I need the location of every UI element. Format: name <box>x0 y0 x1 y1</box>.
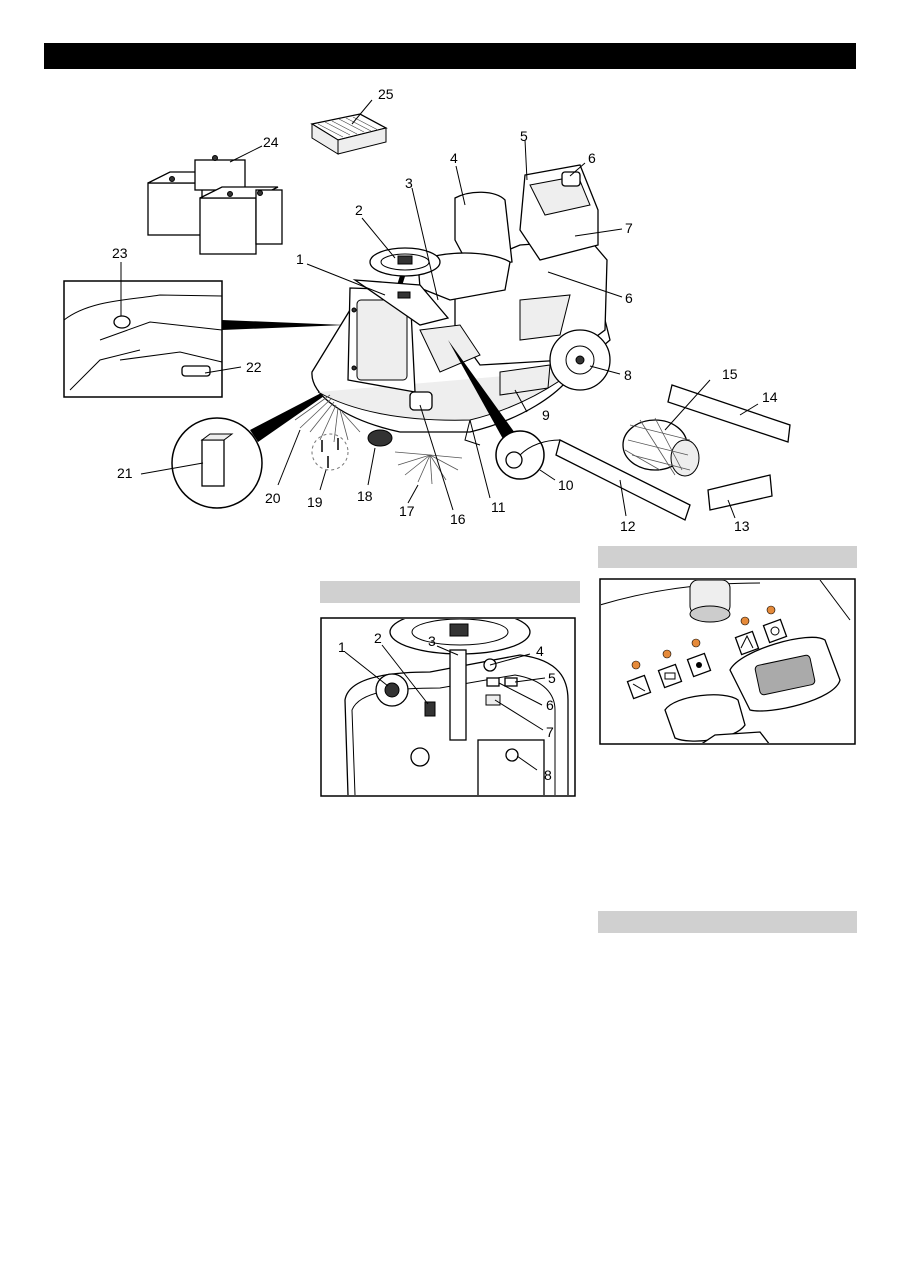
side-brushes <box>294 394 463 485</box>
console-label-4: 4 <box>536 643 544 659</box>
leader-lines-main <box>120 99 759 519</box>
label-20: 20 <box>265 490 281 506</box>
led-2 <box>662 649 672 659</box>
label-15: 15 <box>722 366 738 382</box>
console-label-6: 6 <box>546 697 554 713</box>
label-5: 5 <box>520 128 528 144</box>
label-11: 11 <box>491 499 506 515</box>
section-bar-panel <box>598 546 857 568</box>
battery-pack <box>147 155 283 255</box>
led-5 <box>766 605 776 615</box>
led-3 <box>691 638 701 648</box>
label-18: 18 <box>357 488 373 504</box>
label-3: 3 <box>405 175 413 191</box>
label-25: 25 <box>378 86 394 102</box>
label-21: 21 <box>117 465 133 481</box>
console-label-1: 1 <box>338 639 346 655</box>
filter-cartridge <box>310 113 388 155</box>
panel-icons <box>626 618 788 700</box>
label-16: 16 <box>450 511 466 527</box>
label-14: 14 <box>762 389 778 405</box>
header-bar <box>44 43 856 69</box>
console-label-8: 8 <box>544 767 552 783</box>
label-6b: 6 <box>625 290 633 306</box>
led-4 <box>740 616 750 626</box>
console-figure: 1 2 3 4 5 6 7 8 <box>320 617 576 797</box>
machine-body <box>311 164 611 447</box>
section-bar-console <box>320 581 580 603</box>
label-10: 10 <box>558 477 574 493</box>
label-17: 17 <box>399 503 415 519</box>
label-23: 23 <box>112 245 128 261</box>
led-1 <box>631 660 641 670</box>
label-19: 19 <box>307 494 323 510</box>
console-label-2: 2 <box>374 630 382 646</box>
label-13: 13 <box>734 518 750 534</box>
console-label-7: 7 <box>546 724 554 740</box>
label-2: 2 <box>355 202 363 218</box>
label-7: 7 <box>625 220 633 236</box>
roller-brush <box>622 417 700 477</box>
charger-plug <box>448 340 561 480</box>
label-9: 9 <box>542 407 550 423</box>
label-6a: 6 <box>588 150 596 166</box>
sealing-strips <box>555 384 791 521</box>
console-label-3: 3 <box>428 633 436 649</box>
label-1: 1 <box>296 251 304 267</box>
console-label-5: 5 <box>548 670 556 686</box>
label-12: 12 <box>620 518 636 534</box>
screw-detail <box>311 433 349 471</box>
label-8: 8 <box>624 367 632 383</box>
section-bar-lower <box>598 911 857 933</box>
label-24: 24 <box>263 134 279 150</box>
inset-pedal-detail <box>63 280 345 398</box>
panel-figure <box>599 578 856 745</box>
label-4: 4 <box>450 150 458 166</box>
label-22: 22 <box>246 359 262 375</box>
labels-main: 25 24 5 6 4 3 2 7 1 23 6 22 8 15 14 9 21… <box>112 86 778 534</box>
